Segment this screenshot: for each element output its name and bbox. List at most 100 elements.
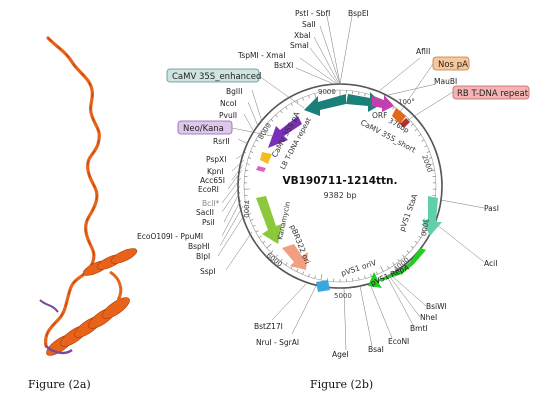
site-label: AgeI (332, 350, 349, 359)
scale-tick (380, 266, 384, 272)
site-label: NheI (420, 313, 437, 322)
scale-tick (266, 123, 270, 127)
scale-tick (406, 250, 410, 253)
pvs1-staa-arrow (422, 196, 442, 236)
scale-tick (402, 254, 405, 258)
scale-tick (414, 240, 418, 244)
site-label: PsiI (202, 218, 215, 227)
scale-tick (426, 151, 430, 153)
scale-tick (246, 207, 250, 209)
scale-tick (252, 224, 256, 227)
camv-enhanced-label: CaMV 35S_enhanced (172, 72, 261, 82)
scale-tick (410, 123, 414, 127)
scale-tick (248, 213, 252, 215)
site-leader-lines (217, 15, 485, 351)
site-label: BspHI (188, 242, 210, 251)
scale-tick (270, 250, 274, 253)
scale-tick (320, 91, 322, 95)
scale-tick (392, 262, 395, 266)
scale-tick (275, 254, 278, 258)
scale-tick (262, 128, 268, 133)
site-label: XbaI (294, 31, 311, 40)
scale-tick (320, 274, 323, 281)
scale-tick (376, 271, 378, 275)
scale-label: 9000 (318, 88, 336, 96)
kanamycin-label: Kanamycin (276, 201, 292, 241)
scale-label: 7000 (242, 200, 250, 218)
scale-tick (418, 235, 422, 238)
scale-tick (266, 243, 272, 249)
orf-arrow (372, 95, 394, 112)
site-label: BclI* (202, 199, 220, 208)
scale-tick (364, 275, 366, 279)
rb-repeat-box: RB T-DNA repeat (407, 85, 530, 121)
kanamycin-arrow (256, 196, 282, 244)
scale-tick (252, 145, 256, 148)
scale-tick (387, 265, 390, 269)
scale-label: 6000 (265, 251, 284, 268)
scale-tick (302, 271, 304, 275)
scale-tick (285, 106, 288, 110)
scale-tick (314, 275, 316, 279)
scale-label: 3000 (419, 218, 430, 237)
scale-tick (255, 230, 259, 233)
scale-tick (296, 100, 299, 104)
nos-pa-box: Nos pA (399, 56, 470, 113)
nos-pa-label: Nos pA (438, 60, 468, 70)
scale-tick (308, 95, 310, 99)
scale-tick (370, 273, 372, 277)
site-label: AciI (484, 259, 497, 268)
scale-tick (248, 157, 252, 159)
scale-tick (397, 258, 400, 262)
scale-tick (418, 134, 422, 137)
scale-label: 100° (398, 98, 415, 106)
site-label: PspXI (206, 155, 226, 164)
scale-tick (424, 145, 428, 148)
camv-35s-enhanced-arrow (304, 94, 346, 116)
neo-kana-label: Neo/Kana (183, 124, 224, 134)
plasmid-name: VB190711-1214ttn. (282, 175, 397, 187)
pbr322-ori-arrow (282, 244, 308, 270)
site-label: EcoNI (388, 337, 409, 346)
scale-tick (246, 163, 250, 165)
scale-tick (250, 219, 254, 221)
pvs1-staa-label: pVS1 StaA (397, 192, 419, 233)
rb-repeat-label: RB T-DNA repeat (457, 89, 529, 99)
rb-repeat-mark (400, 118, 410, 128)
site-label: RsrII (213, 137, 230, 146)
plasmid-size: 9382 bp (323, 191, 356, 200)
scale-tick (285, 262, 288, 266)
scale-tick (270, 119, 274, 122)
scale-label: 5000 (334, 292, 352, 300)
scale-tick (358, 91, 360, 95)
plasmid-map: CaMV 35S_enhanced Nos pA RB T-DNA repeat… (137, 9, 530, 359)
scale-tick (308, 273, 310, 277)
scale-tick (392, 106, 395, 110)
site-label: SspI (200, 267, 216, 276)
site-label: NcoI (220, 99, 237, 108)
caption-figure-2b: Figure (2b) (310, 378, 374, 391)
pvs1-oriv-mark (316, 280, 330, 292)
site-label: BsaI (368, 345, 384, 354)
camv-enhanced-box: CaMV 35S_enhanced (166, 68, 305, 109)
site-label: NruI - SgrAI (256, 338, 299, 347)
protein-ribbon-structure (39, 36, 138, 356)
neo-kana-arrow (268, 116, 302, 148)
site-label: MauBI (434, 77, 457, 86)
site-label: EcoO109I - PpuMI (137, 232, 203, 241)
site-label: PvuII (219, 111, 237, 120)
site-label: BstXI (274, 61, 293, 70)
nos-pa-arrow (392, 108, 406, 124)
scale-tick (302, 97, 304, 101)
site-label: TspMI - XmaI (237, 51, 285, 60)
caption-figure-2a: Figure (2a) (28, 378, 91, 391)
pvs1-oriv-label: pVS1 oriV (340, 258, 379, 278)
scale-tick (358, 277, 360, 281)
site-label: PstI - SbfI (295, 9, 330, 18)
scale-tick (255, 139, 259, 142)
site-label: SalI (302, 20, 316, 29)
scale-tick (290, 103, 293, 107)
scale-tick (280, 110, 283, 114)
site-label: AflII (416, 47, 430, 56)
